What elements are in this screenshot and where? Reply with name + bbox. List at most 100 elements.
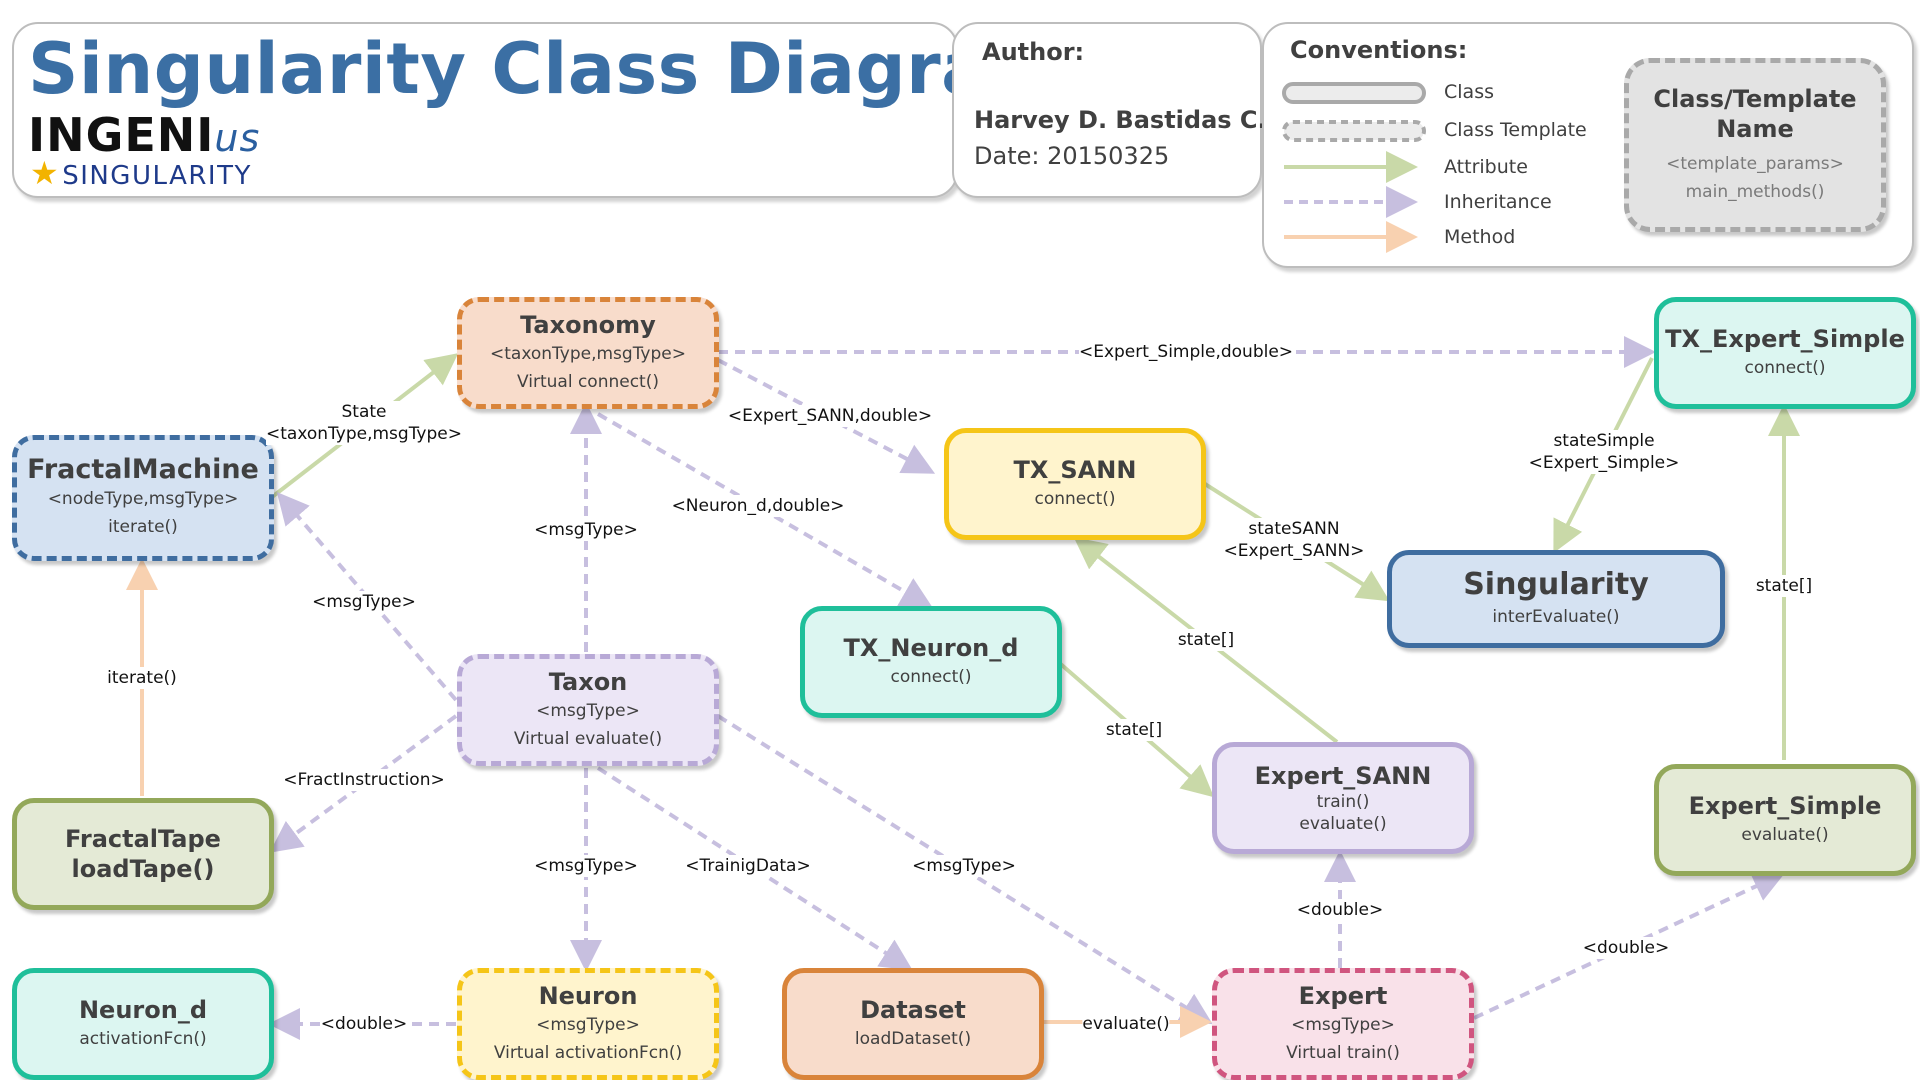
- node-name: Neuron: [538, 982, 638, 1010]
- node-methods-train: train(): [1316, 792, 1370, 812]
- node-methods: Virtual train(): [1286, 1043, 1400, 1063]
- convention-method-label: Method: [1444, 226, 1516, 248]
- node-fractal-tape[interactable]: FractalTape loadTape(): [12, 798, 274, 910]
- label-line: <taxonType,msgType>: [266, 424, 462, 444]
- node-expert[interactable]: Expert <msgType> Virtual train(): [1212, 968, 1474, 1080]
- node-tx-sann[interactable]: TX_SANN connect(): [944, 428, 1206, 540]
- diagram-title: Singularity Class Diagram: [28, 28, 1063, 110]
- sample-name-line2: Name: [1716, 115, 1794, 143]
- label-trainig-data: <TrainigData>: [685, 855, 811, 877]
- node-params: <taxonType,msgType>: [490, 344, 686, 364]
- node-methods: Virtual activationFcn(): [493, 1043, 683, 1063]
- node-taxon[interactable]: Taxon <msgType> Virtual evaluate(): [457, 654, 719, 766]
- conventions-title: Conventions:: [1290, 36, 1468, 64]
- label-expert-sann-double: <Expert_SANN,double>: [727, 405, 933, 427]
- sample-name-line1: Class/Template: [1653, 85, 1857, 113]
- label-line: stateSANN: [1248, 519, 1340, 539]
- title-panel: Singularity Class Diagram INGENIus ★SING…: [12, 22, 1062, 198]
- node-name: Expert: [1298, 982, 1388, 1010]
- logo-text-italic: us: [214, 116, 261, 160]
- node-params: <nodeType,msgType>: [47, 489, 239, 509]
- date-text: Date: 20150325: [974, 142, 1170, 170]
- node-name: Singularity: [1463, 567, 1649, 602]
- label-state-sann: stateSANN <Expert_SANN>: [1223, 518, 1365, 562]
- label-iterate: iterate(): [107, 667, 177, 689]
- label-state-taxonomy: State <taxonType,msgType>: [266, 401, 462, 445]
- node-name: TX_Expert_Simple: [1665, 325, 1905, 353]
- node-methods: loadTape(): [71, 855, 215, 883]
- singularity-logo-text: SINGULARITY: [62, 161, 252, 191]
- node-neuron[interactable]: Neuron <msgType> Virtual activationFcn(): [457, 968, 719, 1080]
- label-evaluate: evaluate(): [1082, 1013, 1170, 1035]
- node-name: Taxonomy: [520, 311, 656, 339]
- node-name: FractalTape: [65, 825, 221, 853]
- singularity-logo: ★SINGULARITY: [30, 154, 252, 192]
- logo-text: INGENI: [28, 108, 215, 162]
- author-label: Author:: [982, 38, 1085, 66]
- node-fractal-machine[interactable]: FractalMachine <nodeType,msgType> iterat…: [12, 435, 274, 561]
- edge-expert-expertsimple: [1473, 871, 1786, 1020]
- label-state-expert-sann: state[]: [1177, 629, 1235, 651]
- edge-taxon-fractalmachine: [276, 491, 458, 702]
- convention-template-sample: [1282, 120, 1426, 142]
- edge-taxonomy-txsann: [717, 358, 936, 474]
- node-methods: evaluate(): [1741, 825, 1829, 845]
- node-methods: interEvaluate(): [1492, 607, 1620, 627]
- label-msgtype-expert: <msgType>: [912, 855, 1016, 877]
- node-tx-neuron-d[interactable]: TX_Neuron_d connect(): [800, 606, 1062, 718]
- ingenius-logo: INGENIus: [28, 108, 260, 162]
- node-params: <msgType>: [1291, 1015, 1395, 1035]
- node-name: TX_Neuron_d: [843, 634, 1019, 662]
- label-line: <Expert_Simple>: [1528, 453, 1680, 473]
- node-params: <msgType>: [536, 1015, 640, 1035]
- node-methods: connect(): [1034, 489, 1116, 509]
- label-fract-instruction: <FractInstruction>: [283, 769, 445, 791]
- label-neuron-d-double: <Neuron_d,double>: [671, 495, 845, 517]
- node-methods: loadDataset(): [854, 1029, 972, 1049]
- convention-samples: [1282, 82, 1426, 253]
- convention-attribute-label: Attribute: [1444, 156, 1528, 178]
- label-expert-simple-double: <Expert_Simple,double>: [1078, 341, 1294, 363]
- node-singularity[interactable]: Singularity interEvaluate(): [1387, 550, 1725, 648]
- label-state-tx-neuron: state[]: [1105, 719, 1163, 741]
- convention-class-sample: [1282, 82, 1426, 104]
- label-line: State: [341, 402, 387, 422]
- label-double-neuron-d: <double>: [320, 1013, 408, 1035]
- label-msgtype-taxonomy: <msgType>: [534, 519, 638, 541]
- sample-methods: main_methods(): [1685, 182, 1825, 202]
- node-methods: Virtual connect(): [517, 372, 659, 392]
- node-neuron-d[interactable]: Neuron_d activationFcn(): [12, 968, 274, 1080]
- node-dataset[interactable]: Dataset loadDataset(): [782, 968, 1044, 1080]
- node-methods: connect(): [890, 667, 972, 687]
- node-methods: iterate(): [108, 517, 178, 537]
- label-state-simple: stateSimple <Expert_Simple>: [1528, 430, 1680, 474]
- author-name: Harvey D. Bastidas C.: [974, 106, 1267, 134]
- node-name: Expert_SANN: [1254, 762, 1432, 790]
- label-double-expert-simple: <double>: [1582, 937, 1670, 959]
- node-name: Neuron_d: [78, 996, 208, 1024]
- label-msgtype-fractal-machine: <msgType>: [312, 591, 416, 613]
- node-methods: Virtual evaluate(): [513, 729, 663, 749]
- node-tx-expert-simple[interactable]: TX_Expert_Simple connect(): [1654, 297, 1916, 409]
- convention-sample-node: Class/Template Name <template_params> ma…: [1624, 58, 1886, 232]
- node-name: Taxon: [548, 668, 628, 696]
- label-msgtype-neuron: <msgType>: [534, 855, 638, 877]
- node-name: Dataset: [860, 996, 966, 1024]
- node-name: TX_SANN: [1013, 456, 1137, 484]
- node-methods: activationFcn(): [79, 1029, 207, 1049]
- node-expert-simple[interactable]: Expert_Simple evaluate(): [1654, 764, 1916, 876]
- convention-template-label: Class Template: [1444, 119, 1587, 141]
- node-params: <msgType>: [536, 701, 640, 721]
- label-double-expert-sann: <double>: [1296, 899, 1384, 921]
- convention-class-label: Class: [1444, 81, 1494, 103]
- node-taxonomy[interactable]: Taxonomy <taxonType,msgType> Virtual con…: [457, 297, 719, 409]
- star-icon: ★: [30, 154, 61, 192]
- edge-taxon-expert: [716, 714, 1213, 1025]
- convention-inheritance-label: Inheritance: [1444, 191, 1552, 213]
- label-line: <Expert_SANN>: [1223, 541, 1365, 561]
- node-expert-sann[interactable]: Expert_SANN train() evaluate(): [1212, 742, 1474, 854]
- label-state-expert-simple: state[]: [1755, 575, 1813, 597]
- node-name: FractalMachine: [27, 454, 259, 485]
